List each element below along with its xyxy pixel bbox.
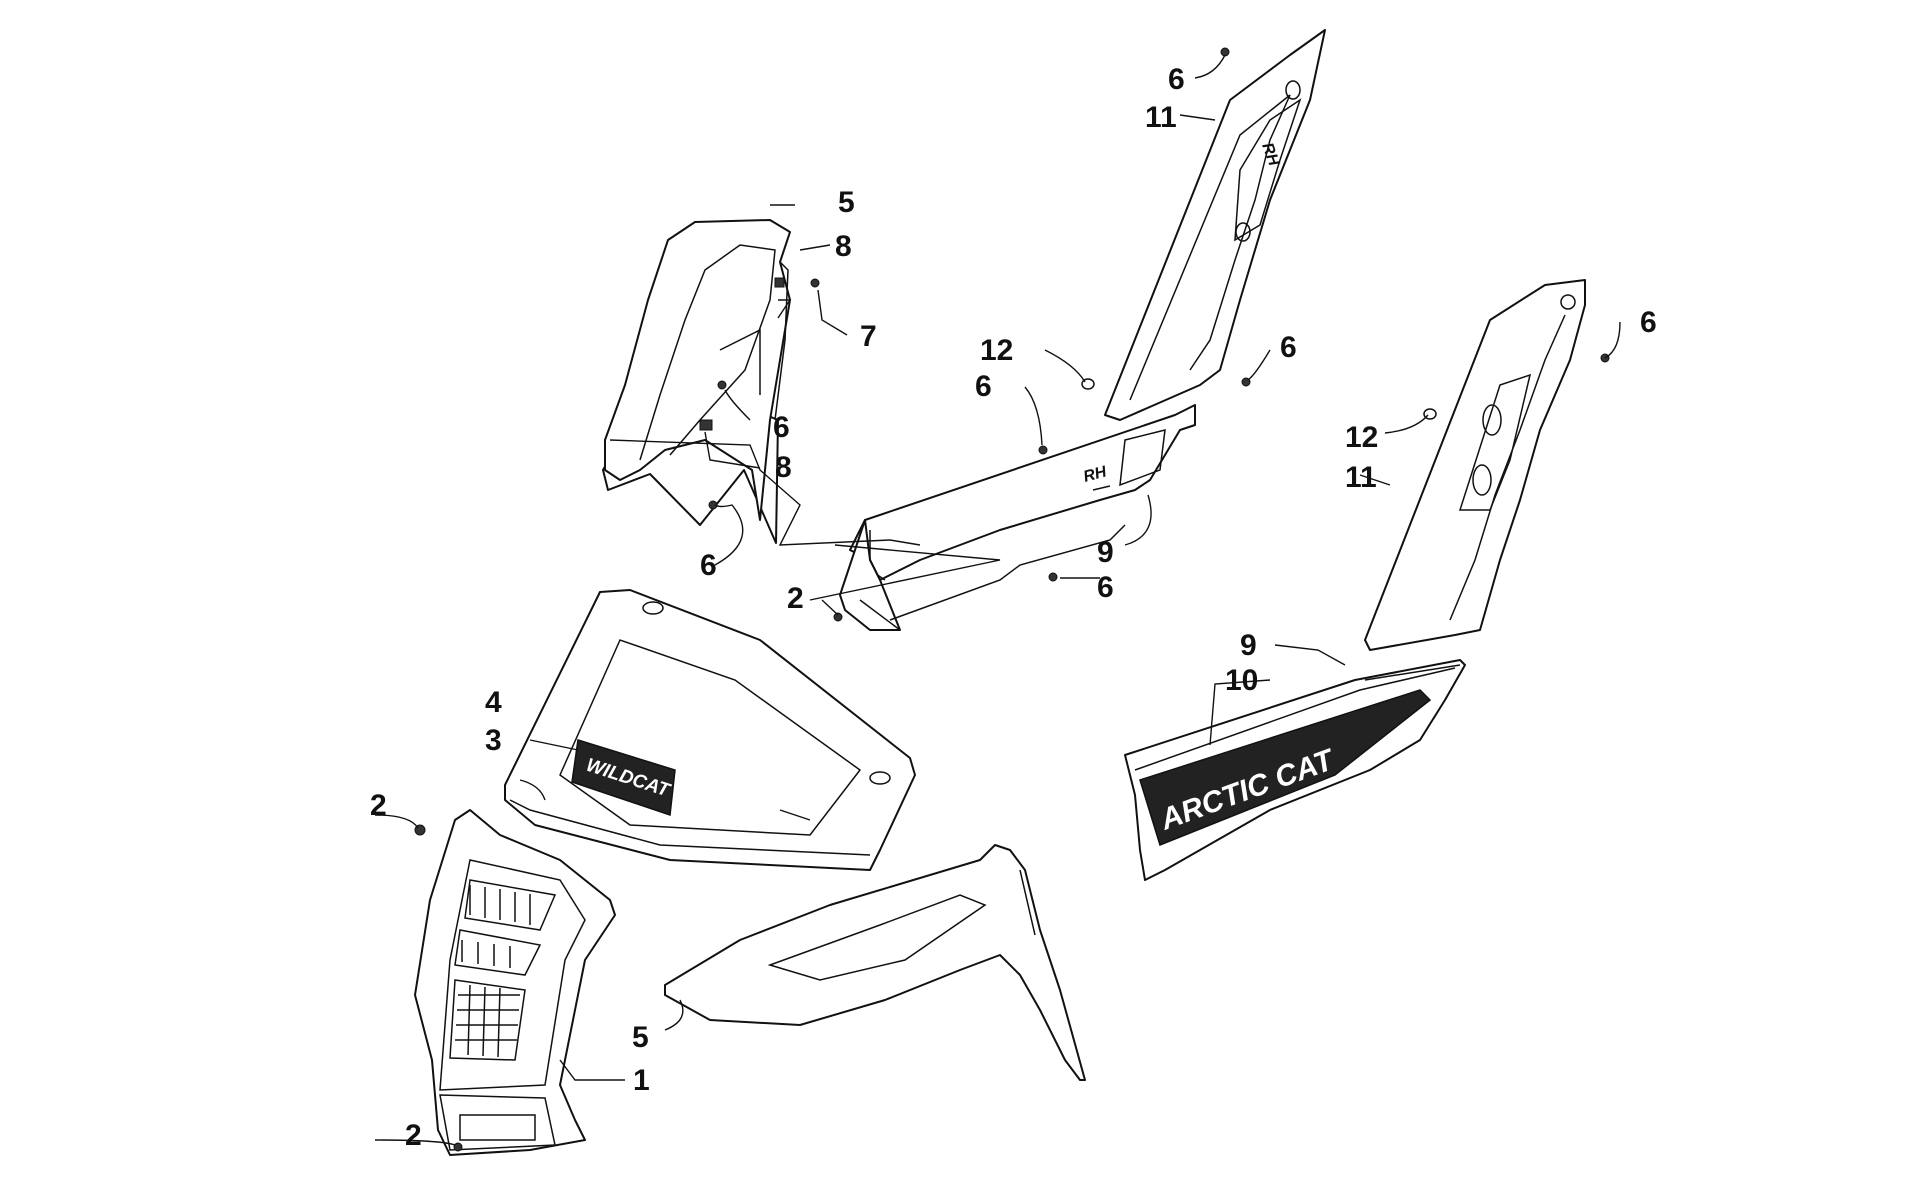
rh-upright-panel: RH — [1104, 29, 1326, 421]
leader-lines — [374, 54, 1621, 1146]
callout-5: 5 — [632, 1021, 649, 1054]
callout-8: 8 — [835, 230, 852, 263]
fastener-6-top — [1220, 47, 1230, 57]
callout-9: 9 — [1097, 536, 1114, 569]
fastener-6-lower — [1048, 572, 1058, 582]
callout-6: 6 — [700, 549, 717, 582]
callout-6: 6 — [975, 370, 992, 403]
callout-3: 3 — [485, 724, 502, 757]
fastener-2-grille-bottom — [453, 1142, 463, 1152]
fastener-8-top — [774, 277, 785, 288]
front-fender-lower — [664, 844, 1086, 1081]
lh-side-panel: ARCTIC CAT — [1124, 659, 1466, 881]
fastener-2-panel — [833, 612, 843, 622]
callout-1: 1 — [633, 1064, 650, 1097]
callout-6: 6 — [1280, 331, 1297, 364]
callout-6: 6 — [1097, 571, 1114, 604]
callout-11: 11 — [1345, 461, 1377, 494]
callout-7: 7 — [860, 320, 877, 353]
callout-labels: 6 11 5 8 7 6 12 6 6 6 12 8 11 9 6 6 2 9 … — [370, 63, 1657, 1152]
callout-12: 12 — [980, 334, 1013, 367]
fastener-6-bracket — [708, 500, 718, 510]
callout-6: 6 — [773, 411, 790, 444]
hood: WILDCAT — [504, 589, 916, 871]
callout-6: 6 — [1168, 63, 1185, 96]
fastener-8-bottom — [699, 419, 713, 431]
lh-upright-panel — [1364, 279, 1586, 651]
callout-11: 11 — [1145, 101, 1177, 134]
clip-12-panel — [1081, 378, 1095, 390]
callout-6: 6 — [1640, 306, 1657, 339]
rh-side-panel: RH — [839, 404, 1196, 631]
callout-8: 8 — [775, 451, 792, 484]
front-fender-upper — [602, 219, 791, 544]
callout-2: 2 — [370, 789, 387, 822]
callout-9: 9 — [1240, 629, 1257, 662]
callout-4: 4 — [485, 686, 502, 719]
callout-12: 12 — [1345, 421, 1378, 454]
front-grille — [414, 809, 616, 1156]
fastener-6-panel — [1038, 445, 1048, 455]
callout-2: 2 — [787, 582, 804, 615]
callout-10: 10 — [1225, 664, 1258, 697]
callout-5: 5 — [838, 186, 855, 219]
callout-2: 2 — [405, 1119, 422, 1152]
rh-tag-panel: RH — [1082, 463, 1109, 486]
fastener-6-fender — [717, 380, 727, 390]
clip-12-lh — [1423, 408, 1437, 420]
fastener-7 — [810, 278, 820, 288]
